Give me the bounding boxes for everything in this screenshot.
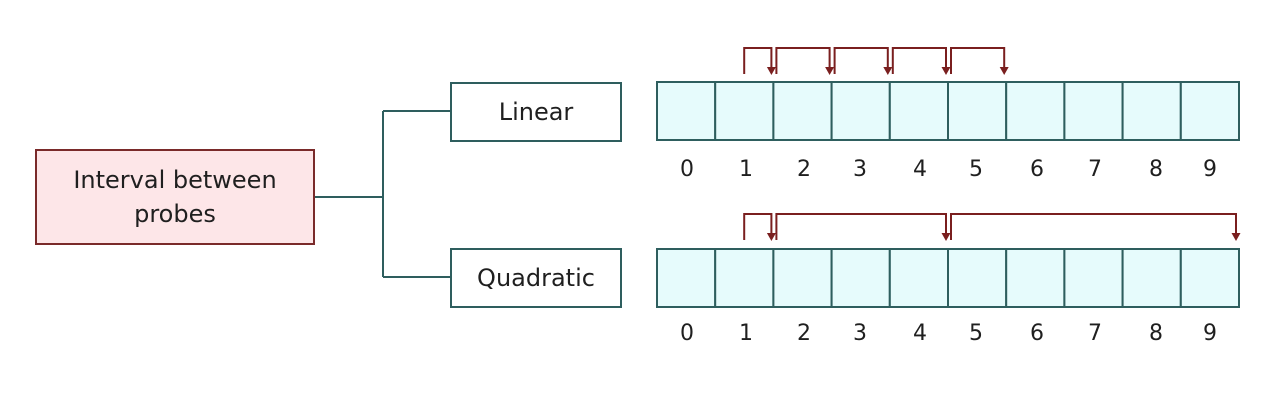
linear-cell-6 (1005, 81, 1066, 141)
linear-index-label: 7 (1088, 157, 1102, 182)
quadratic-cell-8 (1121, 248, 1182, 308)
quadratic-index-label: 4 (913, 321, 927, 346)
linear-cell-1 (714, 81, 775, 141)
quadratic-index-label: 2 (797, 321, 811, 346)
quadratic-arrowhead (766, 233, 776, 241)
root-label: Interval between probes (73, 166, 277, 228)
linear-arrowhead (766, 67, 776, 75)
quadratic-cell-1 (714, 248, 775, 308)
linear-index-label: 0 (680, 157, 694, 182)
quadratic-index-label: 1 (739, 321, 753, 346)
linear-node: Linear (450, 82, 622, 142)
linear-arrowhead (999, 67, 1009, 75)
quadratic-arrowhead (1231, 233, 1241, 241)
linear-probe-arrow (775, 47, 831, 74)
linear-index-label: 8 (1149, 157, 1163, 182)
quadratic-index-label: 0 (680, 321, 694, 346)
tree-connectors (315, 110, 450, 278)
quadratic-probe-arrow (743, 213, 773, 240)
quadratic-cell-2 (772, 248, 833, 308)
linear-index-label: 2 (797, 157, 811, 182)
quadratic-cell-9 (1179, 248, 1241, 308)
quadratic-cell-4 (888, 248, 949, 308)
linear-index-label: 9 (1203, 157, 1217, 182)
linear-probe-arrow (891, 47, 947, 74)
root-node: Interval between probes (35, 149, 315, 245)
linear-cell-9 (1179, 81, 1241, 141)
quadratic-index-label: 7 (1088, 321, 1102, 346)
linear-index-label: 3 (853, 157, 867, 182)
quadratic-index-label: 5 (969, 321, 983, 346)
linear-arrowhead (825, 67, 835, 75)
quadratic-index-label: 9 (1203, 321, 1217, 346)
linear-arrowhead (941, 67, 951, 75)
linear-probe-arrow (950, 47, 1006, 74)
linear-cell-5 (947, 81, 1008, 141)
linear-arrowhead (883, 67, 893, 75)
linear-cell-2 (772, 81, 833, 141)
quadratic-arrowhead (941, 233, 951, 241)
linear-cell-4 (888, 81, 949, 141)
quadratic-index-label: 8 (1149, 321, 1163, 346)
quadratic-probe-arrow (950, 213, 1237, 240)
linear-index-label: 1 (739, 157, 753, 182)
quadratic-cell-5 (947, 248, 1008, 308)
quadratic-cell-6 (1005, 248, 1066, 308)
linear-cell-7 (1063, 81, 1124, 141)
quadratic-array: 0 1 2 3 4 5 6 7 8 9 (656, 213, 1241, 346)
linear-label: Linear (498, 98, 574, 126)
linear-index-label: 5 (969, 157, 983, 182)
quadratic-index-label: 3 (853, 321, 867, 346)
linear-cell-0 (656, 81, 717, 141)
linear-probe-arrow (833, 47, 889, 74)
linear-index-label: 6 (1030, 157, 1044, 182)
quadratic-probe-arrow (775, 213, 947, 240)
quadratic-cell-0 (656, 248, 717, 308)
quadratic-index-label: 6 (1030, 321, 1044, 346)
quadratic-cell-7 (1063, 248, 1124, 308)
linear-cell-3 (830, 81, 891, 141)
quadratic-node: Quadratic (450, 248, 622, 308)
linear-cell-8 (1121, 81, 1182, 141)
linear-array: 0 1 2 3 4 5 6 7 8 9 (656, 47, 1241, 182)
linear-probe-arrow (743, 47, 773, 74)
linear-index-label: 4 (913, 157, 927, 182)
quadratic-cell-3 (830, 248, 891, 308)
quadratic-label: Quadratic (477, 264, 595, 292)
